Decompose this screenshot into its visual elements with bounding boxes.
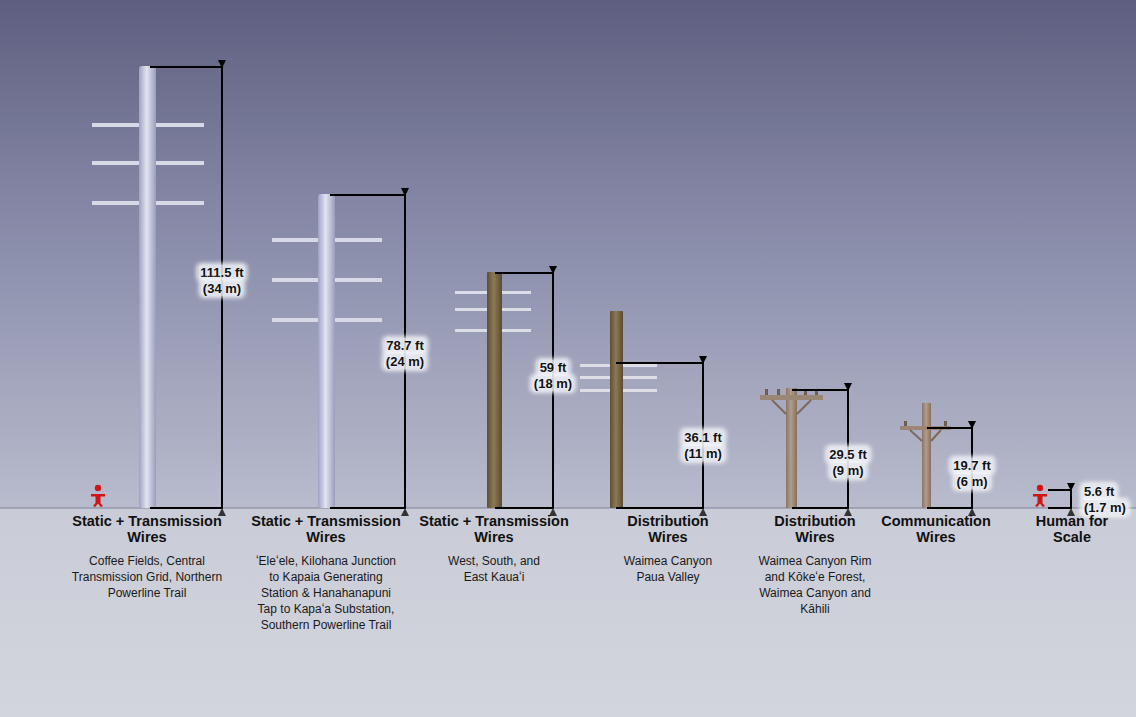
dimension-bracket (150, 67, 1071, 508)
dimension-label: 19.7 ft (951, 458, 993, 473)
transmission-pole (455, 272, 531, 508)
dimension-label: 5.6 ft (1082, 484, 1116, 499)
dimension-arrowhead (218, 60, 1075, 516)
category-heading: Static + Transmission Wires (419, 513, 569, 545)
location-text: West, South, and East Kauaʻi (438, 553, 550, 585)
distribution-pole (580, 311, 657, 508)
communication-pole (900, 403, 951, 508)
category-heading: Human for Scale (1029, 513, 1115, 545)
category-heading: Static + Transmission Wires (72, 513, 222, 545)
location-text: ʻEleʻele, Kilohana Junction to Kapaia Ge… (255, 553, 397, 633)
dimension-label: (9 m) (830, 463, 865, 478)
category-heading: Distribution Wires (618, 513, 718, 545)
human-figure (91, 485, 105, 507)
transmission-pole (92, 66, 204, 508)
distribution-pole (760, 388, 823, 508)
location-text: Coffee Fields, Central Transmission Grid… (67, 553, 227, 601)
category-heading: Communication Wires (879, 513, 994, 545)
category-heading: Static + Transmission Wires (251, 513, 401, 545)
dimension-label: 59 ft (538, 360, 569, 375)
dimension-label: (18 m) (532, 376, 574, 391)
dimension-label: (1.7 m) (1082, 500, 1128, 515)
location-text: Waimea Canyon Rim and Kōkeʻe Forest, Wai… (747, 553, 883, 617)
dimension-label: (6 m) (954, 474, 989, 489)
dimension-label: 29.5 ft (827, 447, 869, 462)
dimension-label: 111.5 ft (198, 265, 245, 280)
dimension-label: (34 m) (201, 281, 243, 296)
dimension-label: (11 m) (682, 446, 724, 461)
dimension-label: 36.1 ft (682, 430, 724, 445)
location-text: Waimea Canyon Paua Valley (618, 553, 718, 585)
dimension-label: (24 m) (384, 354, 426, 369)
dimension-label: 78.7 ft (384, 338, 426, 353)
transmission-pole (272, 194, 382, 508)
category-heading: Distribution Wires (765, 513, 865, 545)
human-figure (1033, 485, 1047, 507)
